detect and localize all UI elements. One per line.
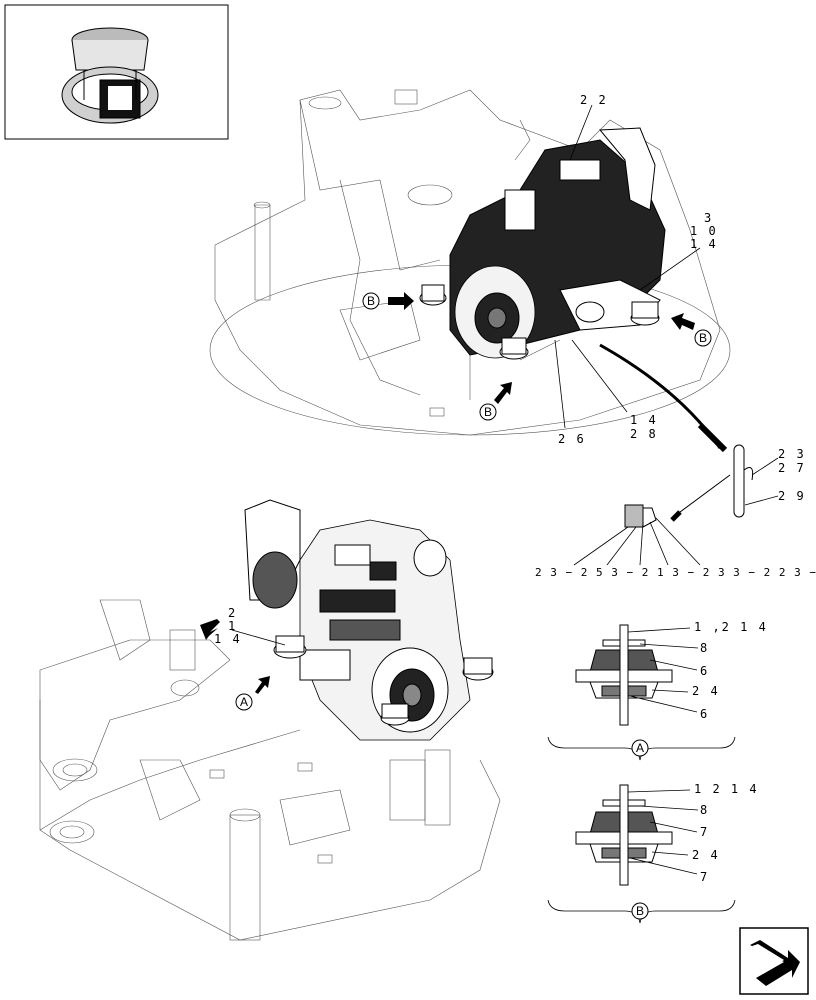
callout-10: 1 0 (690, 224, 718, 238)
next-page-arrow-icon[interactable] (739, 927, 809, 995)
top-callouts: 2 2 3 1 0 1 4 2 6 1 4 2 8 (554, 93, 718, 446)
section-marker-b: B (484, 405, 492, 419)
hose: 2 3 2 7 2 9 (599, 343, 806, 522)
detail-a-callout-6b: 6 (700, 707, 709, 721)
section-marker-b: B (367, 294, 375, 308)
arrow-b-right: B (671, 313, 712, 347)
detail-a: 1 ,2 1 4 8 6 2 4 6 A (547, 620, 768, 761)
callout-26: 2 6 (558, 432, 586, 446)
clamp-detail: 2 3 − 2 5 3 − 2 1 3 − 2 3 3 − 2 2 3 − 6 (535, 504, 816, 579)
callout-14-bottom: 1 4 (214, 632, 242, 646)
callout-14b: 1 4 (630, 413, 658, 427)
callout-14: 1 4 (690, 237, 718, 251)
section-marker-b: B (699, 331, 707, 345)
lower-frame (39, 599, 501, 941)
callout-2: 2 (228, 606, 237, 620)
arrow-a: A (235, 676, 270, 711)
detail-a-callout-1214: 1 ,2 1 4 (694, 620, 768, 634)
callout-27: 2 7 (778, 461, 806, 475)
arrow-b-bottom: B (479, 382, 512, 421)
detail-b-callout-1214: 1 2 1 4 (694, 782, 759, 796)
callout-1: 1 (228, 619, 237, 633)
callout-3: 3 (704, 211, 713, 225)
detail-a-callout-6a: 6 (700, 664, 709, 678)
engine-assembly-bottom (244, 499, 494, 741)
detail-b-callout-8: 8 (700, 803, 709, 817)
arrow-b-left: B (362, 292, 414, 310)
machine-thumbnail-icon (4, 4, 229, 140)
callout-clamp-row: 2 3 − 2 5 3 − 2 1 3 − 2 3 3 − 2 2 3 − 6 (535, 566, 816, 579)
detail-b-callout-7a: 7 (700, 825, 709, 839)
section-marker-a: A (636, 741, 644, 755)
section-marker-b: B (636, 904, 644, 918)
detail-b-callout-24: 2 4 (692, 848, 720, 862)
detail-b-callout-7b: 7 (700, 870, 709, 884)
engine-assembly-top (419, 127, 666, 360)
callout-23: 2 3 (778, 447, 806, 461)
callout-28: 2 8 (630, 427, 658, 441)
callout-22: 2 2 (580, 93, 608, 107)
callout-29: 2 9 (778, 489, 806, 503)
detail-b: 1 2 1 4 8 7 2 4 7 B (547, 782, 759, 924)
bottom-callouts: 2 1 1 4 (214, 606, 286, 646)
arrow-left-bottom (200, 619, 220, 640)
detail-a-callout-24: 2 4 (692, 684, 720, 698)
detail-a-callout-8: 8 (700, 641, 709, 655)
section-marker-a: A (240, 695, 248, 709)
